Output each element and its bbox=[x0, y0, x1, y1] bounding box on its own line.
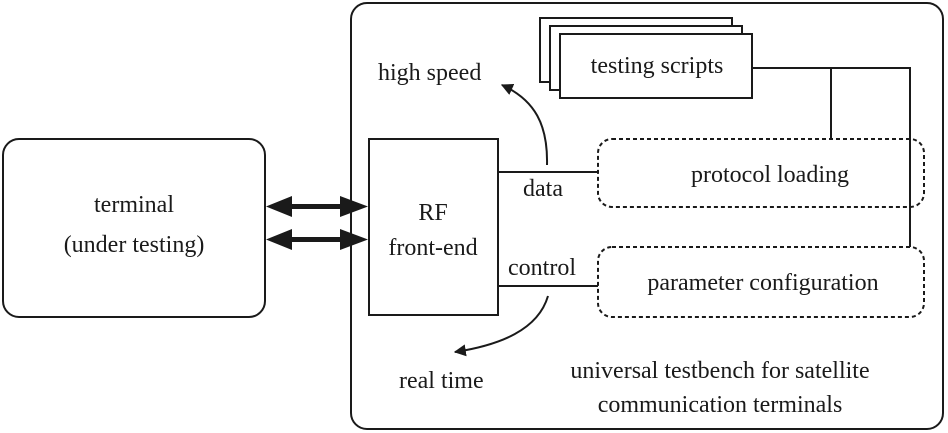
connector-lines bbox=[498, 67, 911, 287]
control-label: control bbox=[508, 255, 576, 281]
real-time-label: real time bbox=[399, 368, 484, 394]
real-time-arrow bbox=[453, 295, 549, 357]
protocol-loading-label: protocol loading bbox=[691, 162, 849, 188]
terminal-label-line1: terminal bbox=[94, 192, 174, 218]
data-label: data bbox=[523, 176, 563, 202]
bidirectional-arrow-bottom bbox=[266, 229, 368, 250]
testing-scripts-stack bbox=[539, 17, 753, 99]
parameter-configuration-label: parameter configuration bbox=[647, 270, 878, 296]
testbench-caption-line2: communication terminals bbox=[598, 392, 843, 418]
testbench-container bbox=[350, 2, 944, 430]
terminal-label-line2: (under testing) bbox=[64, 232, 205, 258]
parameter-configuration-box bbox=[597, 246, 925, 318]
terminal-box bbox=[2, 138, 266, 318]
rf-frontend-label-line2: front-end bbox=[388, 235, 477, 261]
rf-frontend-label-line1: RF bbox=[418, 200, 447, 226]
testing-scripts-label: testing scripts bbox=[591, 53, 724, 79]
bidirectional-arrow-top bbox=[266, 196, 368, 217]
high-speed-label: high speed bbox=[378, 60, 481, 86]
high-speed-arrow bbox=[500, 84, 549, 166]
rf-frontend-box bbox=[368, 138, 499, 316]
testbench-caption-line1: universal testbench for satellite bbox=[570, 358, 869, 384]
